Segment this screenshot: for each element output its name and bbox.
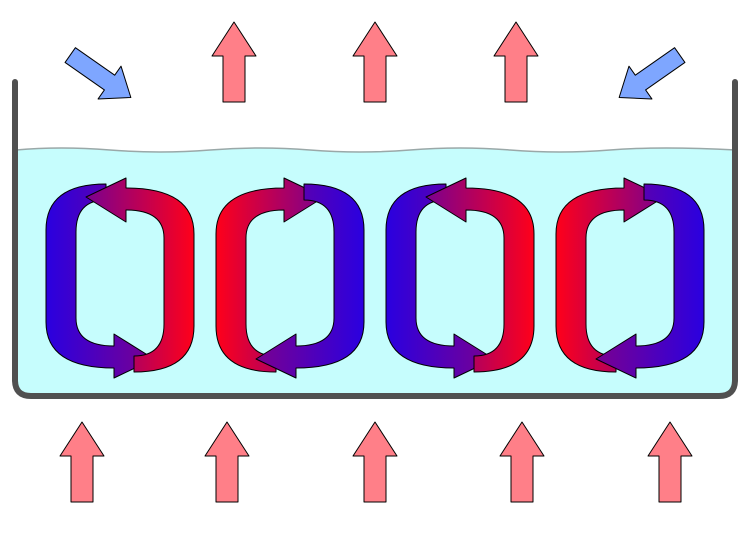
- water-surface-line: [15, 147, 737, 153]
- curved-arrow-icon: [385, 183, 495, 379]
- curved-arrow-icon: [85, 177, 195, 373]
- curved-arrow-icon: [555, 177, 665, 373]
- curved-arrow-icon: [425, 177, 535, 373]
- heat-in-arrow-3: [352, 421, 398, 503]
- convection-cell-2: [215, 177, 365, 379]
- convection-cell-4: [555, 177, 705, 379]
- convection-cell-1: [45, 177, 195, 379]
- heat-out-arrow-1: [211, 21, 257, 103]
- curved-arrow-icon: [595, 183, 705, 379]
- cool-arrow-left: [64, 47, 132, 100]
- curved-arrow-icon: [255, 183, 365, 379]
- curved-arrow-icon: [45, 183, 155, 379]
- heat-in-arrow-5: [647, 421, 693, 503]
- heat-in-arrow-4: [499, 421, 545, 503]
- heat-out-arrow-3: [493, 21, 539, 103]
- curved-arrow-icon: [215, 177, 325, 373]
- heat-out-arrow-2: [352, 21, 398, 103]
- heat-in-arrow-1: [59, 421, 105, 503]
- cool-arrow-right: [618, 47, 686, 100]
- convection-cell-3: [385, 177, 535, 379]
- container: [12, 79, 738, 399]
- heat-in-arrow-2: [204, 421, 250, 503]
